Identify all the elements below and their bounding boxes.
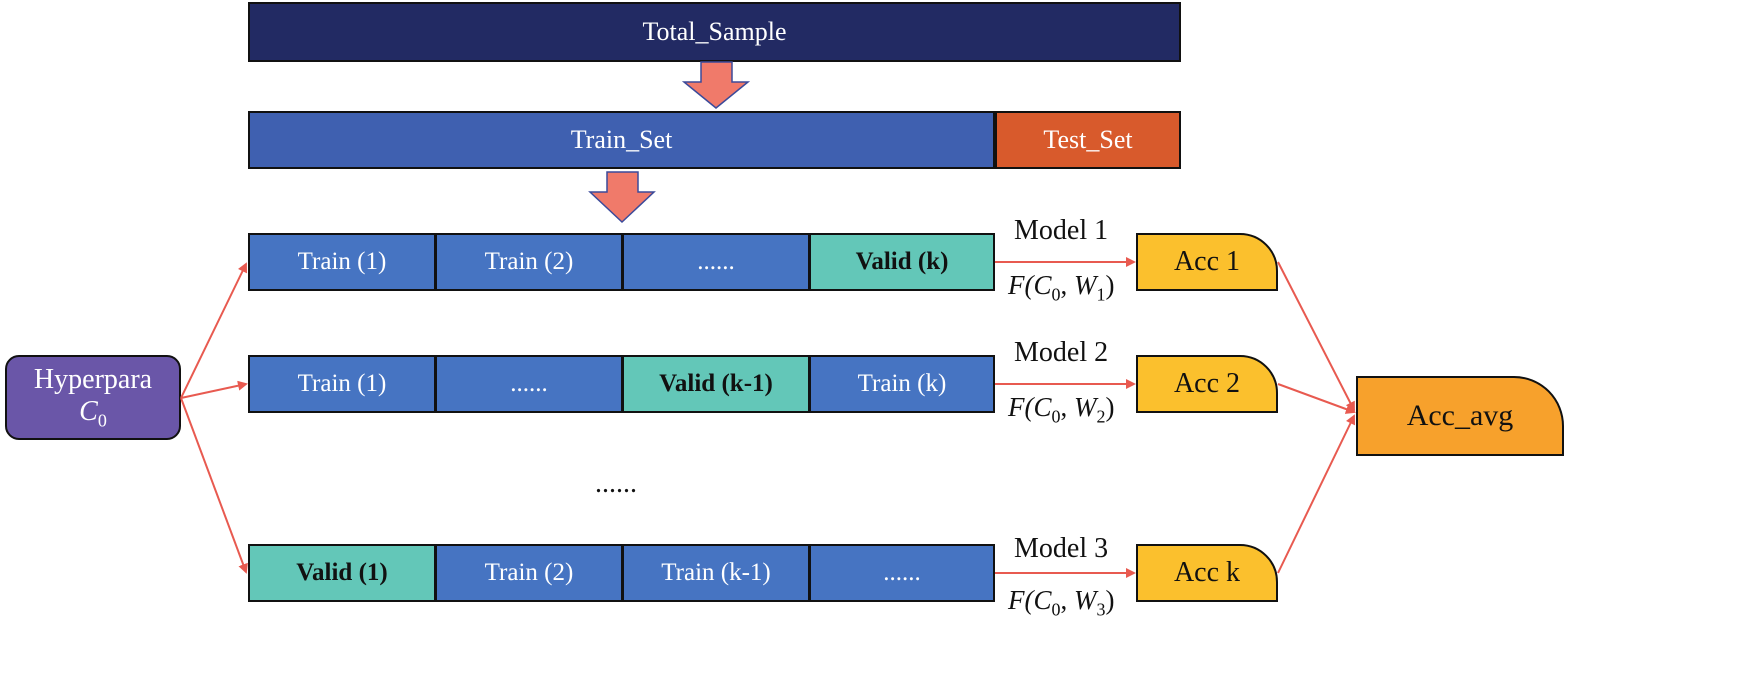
acc2-box: Acc 2 — [1136, 355, 1278, 413]
hyperpara-box: Hyperpara C0 — [5, 355, 181, 440]
train-set-label: Train_Set — [570, 125, 673, 154]
model3-label: Model 3 — [1014, 533, 1109, 564]
acc-avg-box: Acc_avg — [1356, 376, 1564, 456]
row2-cell1: Train (1) — [248, 355, 436, 413]
hyper-to-row2-arrow — [180, 380, 248, 399]
down-arrow-1 — [681, 61, 751, 109]
acc1-to-avg-arrow — [1277, 261, 1355, 412]
acck-box: Acc k — [1136, 544, 1278, 602]
model1-label: Model 1 — [1014, 215, 1109, 246]
total-sample-bar: Total_Sample — [248, 2, 1181, 62]
row3-cell3: Train (k-1) — [622, 544, 810, 602]
row1-cell4: Valid (k) — [809, 233, 995, 291]
row1-cell2: Train (2) — [435, 233, 623, 291]
model3-function: F(C0, W3) — [1008, 585, 1115, 620]
hyper-to-row3-arrow — [180, 397, 248, 574]
acc2-to-avg-arrow — [1277, 383, 1356, 414]
total-sample-label: Total_Sample — [642, 17, 787, 46]
model1-function: F(C0, W1) — [1008, 270, 1115, 305]
row3-cell1: Valid (1) — [248, 544, 436, 602]
row2-cell3: Valid (k-1) — [622, 355, 810, 413]
rows-ellipsis: ...... — [595, 468, 637, 499]
row1-cell3: ...... — [622, 233, 810, 291]
acc1-box: Acc 1 — [1136, 233, 1278, 291]
row2-cell2: ...... — [435, 355, 623, 413]
test-set-label: Test_Set — [1043, 125, 1133, 154]
down-arrow-2 — [588, 171, 656, 224]
row3-cell2: Train (2) — [435, 544, 623, 602]
hyperpara-label: Hyperpara — [33, 363, 153, 395]
hyperpara-symbol: C0 — [79, 395, 107, 431]
row2-cell4: Train (k) — [809, 355, 995, 413]
train-set-bar: Train_Set — [248, 111, 995, 169]
row3-cell4: ...... — [809, 544, 995, 602]
model2-function: F(C0, W2) — [1008, 392, 1115, 427]
test-set-bar: Test_Set — [995, 111, 1181, 169]
hyper-to-row1-arrow — [180, 262, 248, 399]
row1-cell1: Train (1) — [248, 233, 436, 291]
model2-label: Model 2 — [1014, 337, 1109, 368]
acck-to-avg-arrow — [1277, 414, 1356, 574]
